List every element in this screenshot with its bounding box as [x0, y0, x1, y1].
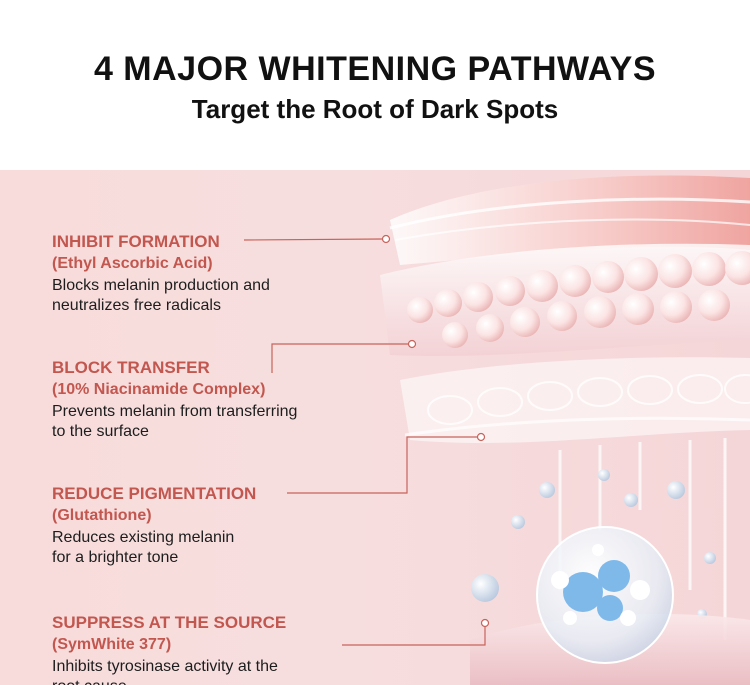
pathway-ingredient: (Glutathione)	[52, 507, 152, 524]
pathways-panel: INHIBIT FORMATION (Ethyl Ascorbic Acid) …	[0, 170, 750, 685]
pathway-description-line: Blocks melanin production and	[52, 277, 270, 294]
page-subtitle: Target the Root of Dark Spots	[191, 94, 559, 124]
pathway-description: Inhibits tyrosinase activity at the root…	[52, 657, 372, 685]
pathway-description-line: to the surface	[52, 423, 149, 440]
page-title: 4 MAJOR WHITENING PATHWAYS	[93, 50, 657, 88]
pathway-description-line: Reduces existing melanin	[52, 529, 235, 546]
header: 4 MAJOR WHITENING PATHWAYS Target the Ro…	[0, 0, 750, 170]
pathway-description-line: for a brighter tone	[52, 549, 179, 566]
pathway-description: Prevents melanin from transferring to th…	[52, 402, 372, 442]
pathway-description-line: Prevents melanin from transferring	[52, 403, 298, 420]
pathway-description-line: neutralizes free radicals	[52, 297, 221, 314]
pathway-heading: SUPPRESS AT THE SOURCE	[52, 613, 287, 632]
pathway-heading: BLOCK TRANSFER	[52, 358, 210, 377]
pathway-ingredient: (10% Niacinamide Complex)	[52, 381, 266, 398]
pathway-heading: REDUCE PIGMENTATION	[52, 484, 257, 503]
pathway-block-transfer: BLOCK TRANSFER (10% Niacinamide Complex)…	[52, 357, 372, 442]
pathway-ingredient: (Ethyl Ascorbic Acid)	[52, 255, 213, 272]
pathway-description: Reduces existing melanin for a brighter …	[52, 528, 372, 568]
pathway-suppress-source: SUPPRESS AT THE SOURCE (SymWhite 377) In…	[52, 612, 372, 685]
pathway-reduce-pigmentation: REDUCE PIGMENTATION (Glutathione) Reduce…	[52, 483, 372, 568]
pathway-inhibit-formation: INHIBIT FORMATION (Ethyl Ascorbic Acid) …	[52, 231, 372, 316]
pathway-heading: INHIBIT FORMATION	[52, 232, 220, 251]
pathway-description-line: root cause	[52, 677, 372, 685]
pathway-ingredient: (SymWhite 377)	[52, 636, 172, 653]
pathway-description-line: Inhibits tyrosinase activity at the	[52, 658, 278, 675]
pathway-description: Blocks melanin production and neutralize…	[52, 276, 372, 316]
skin-layers-illustration	[243, 175, 750, 685]
